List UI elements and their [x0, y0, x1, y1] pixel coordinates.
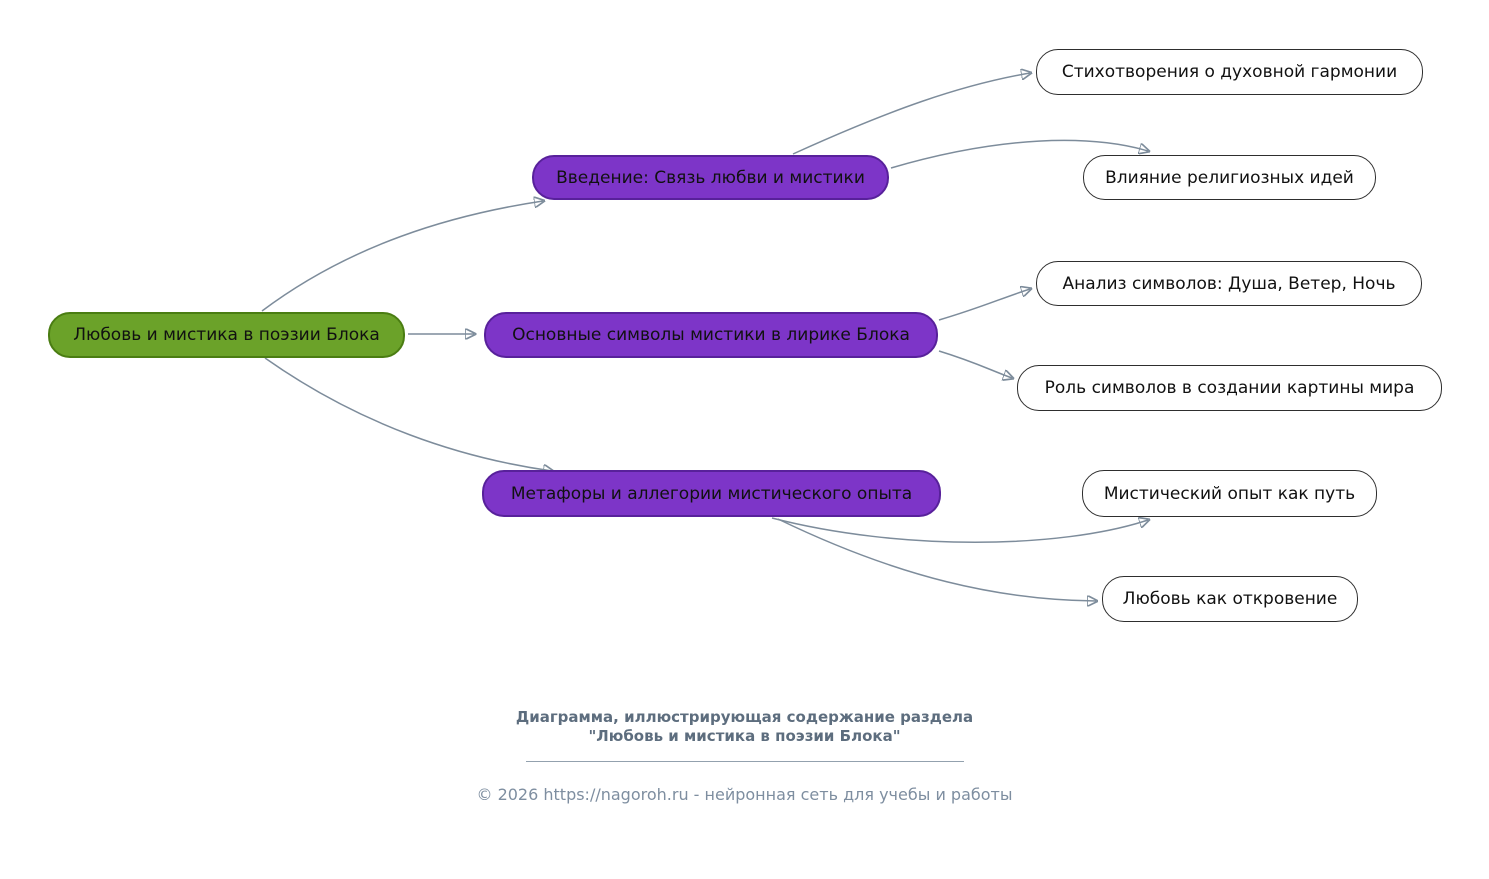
node-leaf-mystic-path: Мистический опыт как путь	[1082, 470, 1377, 517]
node-leaf-spiritual-harmony: Стихотворения о духовной гармонии	[1036, 49, 1423, 95]
edge-root-to-intro	[261, 201, 543, 312]
edge-symbols-to-role	[938, 350, 1012, 378]
edge-metaphors-to-love	[777, 518, 1096, 601]
node-leaf-love-revelation: Любовь как откровение	[1102, 576, 1358, 622]
edge-intro-to-harmony	[792, 73, 1030, 155]
edge-root-to-metaphors	[264, 357, 552, 471]
node-leaf-symbol-role: Роль символов в создании картины мира	[1017, 365, 1442, 411]
caption-line1: Диаграмма, иллюстрирующая содержание раз…	[515, 708, 974, 726]
node-leaf-symbol-analysis: Анализ символов: Душа, Ветер, Ночь	[1036, 261, 1422, 306]
node-branch-symbols: Основные символы мистики в лирике Блока	[484, 312, 938, 358]
caption-line2: "Любовь и мистика в поэзии Блока"	[588, 727, 901, 745]
edge-symbols-to-analysis	[938, 289, 1030, 321]
copyright-text: © 2026 https://nagoroh.ru - нейронная се…	[476, 785, 1013, 804]
node-root-love-mysticism: Любовь и мистика в поэзии Блока	[48, 312, 405, 358]
footer: Диаграмма, иллюстрирующая содержание раз…	[0, 708, 1489, 804]
node-branch-metaphors: Метафоры и аллегории мистического опыта	[482, 470, 941, 517]
divider-line	[525, 761, 964, 762]
node-leaf-religious-ideas: Влияние религиозных идей	[1083, 155, 1376, 200]
edge-intro-to-religion	[890, 139, 1148, 169]
edge-metaphors-to-path	[771, 518, 1148, 543]
node-branch-intro: Введение: Связь любви и мистики	[532, 155, 889, 200]
